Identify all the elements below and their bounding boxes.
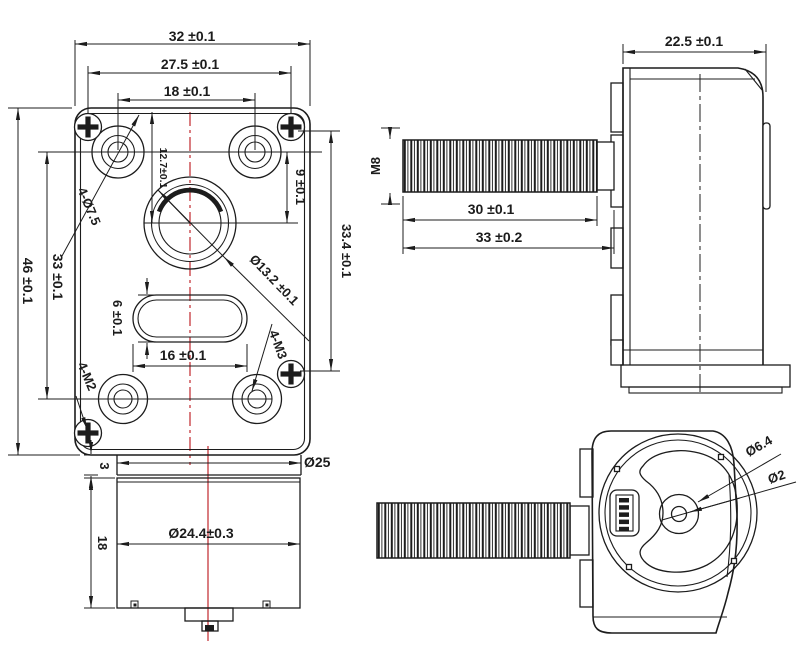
dim-flange-diameter: Ø25 [304, 454, 331, 470]
case-screw-top-left [73, 112, 103, 142]
dim-hole-spacing-width: 18 ±0.1 [164, 83, 211, 99]
dimensions-back [661, 453, 797, 521]
dim-hole-spacing-height: 33 ±0.1 [50, 254, 66, 301]
dim-slot-length: 16 ±0.1 [160, 347, 207, 363]
label-mount-holes: 4-Ø7.5 [74, 185, 103, 227]
front-view: 32 ±0.1 27.5 ±0.1 18 ±0.1 46 ±0.1 33 ±0.… [8, 28, 354, 641]
side-view: 22.5 ±0.1 M8 30 ±0.1 33 ±0.2 [368, 33, 791, 394]
threaded-shaft-back [376, 502, 571, 559]
ring-notch [717, 453, 725, 461]
back-tab-upper [579, 448, 594, 498]
ring-notch [613, 465, 621, 473]
label-mount-threads: 4-M3 [266, 328, 290, 361]
connector-pin [619, 505, 629, 510]
leader-pilot-arrow [689, 497, 741, 513]
dim-shaft-length: 33 ±0.2 [476, 229, 523, 245]
rear-cap-ring [598, 433, 758, 593]
side-body-tabs [610, 82, 624, 366]
rear-connector [609, 489, 640, 537]
leader-case-screws [75, 395, 88, 430]
bore-arrow-lower [223, 256, 310, 342]
side-flange [620, 364, 791, 394]
back-tab-lower [579, 559, 594, 608]
dimensions-front [15, 41, 334, 608]
dim-motor-diameter: Ø24.4±0.3 [168, 525, 233, 541]
slot [132, 294, 248, 343]
ring-notch [730, 557, 738, 565]
connector-pin [619, 512, 629, 517]
back-view: Ø6.4 Ø2 [376, 430, 797, 634]
extension-lines-side [381, 44, 767, 254]
dim-screw-spacing-width: 27.5 ±0.1 [161, 56, 219, 72]
corner-chamfer [744, 68, 763, 91]
dimensions-side [387, 49, 766, 251]
case-screw-top-right [276, 112, 306, 142]
dim-flange-thickness: 3 [97, 462, 112, 469]
connector-pin [619, 498, 629, 503]
motor-terminal-block [184, 607, 234, 632]
dim-pilot-diameter: Ø2 [766, 467, 787, 487]
label-case-screws: 4-M2 [74, 360, 99, 393]
pilot-hole [670, 505, 688, 523]
center-bore [143, 176, 310, 342]
connector-pin [619, 519, 629, 525]
leader-boss-diameter [697, 453, 782, 503]
dim-thread-spec: M8 [368, 157, 383, 175]
bore-arrow-upper [158, 190, 191, 224]
dim-boss-diameter: Ø6.4 [743, 432, 776, 459]
dim-body-depth: 22.5 ±0.1 [665, 33, 723, 49]
shaft-collar-side [596, 141, 615, 191]
leader-mount-threads [251, 323, 273, 392]
dim-center-bore: Ø13.2 ±0.1 [247, 252, 302, 309]
side-right-rib [762, 122, 771, 210]
mounting-hole-bottom-left [97, 373, 149, 425]
output-flange [116, 455, 302, 476]
rear-cam-plate [639, 450, 738, 573]
dim-overall-height: 46 ±0.1 [20, 258, 36, 305]
threaded-shaft-side [402, 139, 598, 193]
case-screw-right [276, 359, 306, 389]
case-screw-bottom-left [73, 418, 103, 448]
side-body [622, 67, 771, 365]
bore-shadow-arc [156, 187, 224, 213]
dim-screw-spacing-height: 33.4 ±0.1 [339, 224, 354, 278]
connector-pin [619, 526, 629, 532]
dim-motor-length: 18 [95, 536, 110, 550]
back-body [591, 430, 738, 634]
dim-slot-height: 6 ±0.1 [110, 300, 125, 336]
dim-center-offset-top: 12.7±0.1 [157, 148, 169, 189]
dim-thread-length: 30 ±0.1 [468, 201, 515, 217]
plate-inner-outline [79, 112, 306, 451]
dim-hole-to-axis: 9 ±0.1 [293, 169, 308, 205]
shaft-boss [658, 493, 700, 535]
shaft-collar-back [569, 505, 590, 556]
ring-notch [625, 563, 633, 571]
plate-outline [74, 107, 311, 456]
dim-overall-width: 32 ±0.1 [169, 28, 216, 44]
leader-mount-holes [61, 114, 140, 257]
